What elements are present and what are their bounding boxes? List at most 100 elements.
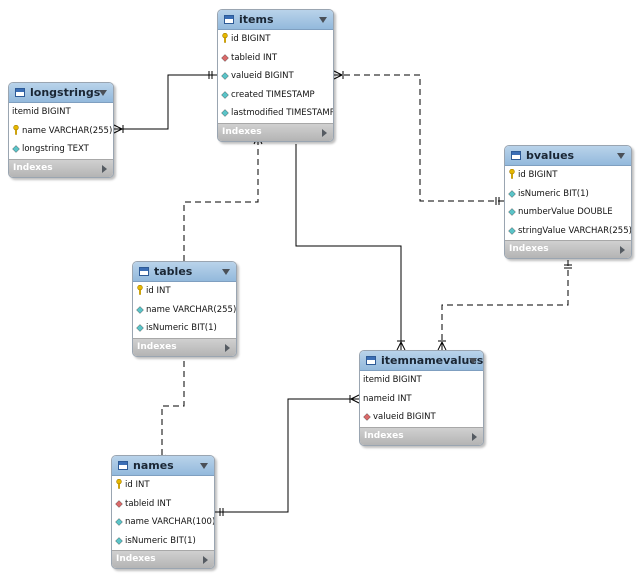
column-row[interactable]: isNumeric BIT(1) <box>505 185 631 204</box>
column-row[interactable]: valueid BIGINT <box>360 408 483 427</box>
expand-arrow-icon[interactable] <box>102 164 107 173</box>
column-diamond-icon <box>508 208 516 216</box>
column-row[interactable]: longstring TEXT <box>9 140 113 159</box>
table-items[interactable]: items id BIGINT tableid INT valueid BIGINT c… <box>217 9 334 142</box>
expand-arrow-icon[interactable] <box>225 343 230 352</box>
column-row[interactable]: valueid BIGINT <box>218 67 333 86</box>
column-label: itemid BIGINT <box>363 375 422 385</box>
table-header[interactable]: itemnamevalues <box>360 351 483 371</box>
relationship-itemnamevalues-items[interactable] <box>292 135 406 351</box>
table-names[interactable]: names id INT tableid INT name VARCHAR(100) i… <box>111 455 215 569</box>
table-itemnamevalues[interactable]: itemnamevalues itemid BIGINT nameid INT val… <box>359 350 484 446</box>
column-row[interactable]: lastmodified TIMESTAMP <box>218 104 333 123</box>
column-label: longstring TEXT <box>22 144 89 154</box>
column-label: id INT <box>125 480 150 490</box>
column-row[interactable]: itemid BIGINT <box>9 103 113 122</box>
column-label: isNumeric BIT(1) <box>146 323 217 333</box>
table-longstrings[interactable]: longstrings itemid BIGINT name VARCHAR(255… <box>8 82 114 178</box>
column-label: valueid BIGINT <box>231 71 294 81</box>
table-tables[interactable]: tables id INT name VARCHAR(255) isNumeric B… <box>132 261 237 357</box>
column-label: name VARCHAR(255) <box>146 304 237 315</box>
table-name: bvalues <box>526 149 575 162</box>
column-diamond-icon <box>221 72 229 80</box>
table-icon <box>139 267 149 276</box>
column-label: numberValue DOUBLE <box>518 207 613 217</box>
column-diamond-icon <box>136 324 144 332</box>
column-row[interactable]: id INT <box>133 282 236 301</box>
primary-key-icon <box>509 169 515 179</box>
indexes-label: Indexes <box>13 162 53 173</box>
column-row[interactable]: id BIGINT <box>505 166 631 185</box>
collapse-arrow-icon[interactable] <box>99 90 107 96</box>
table-header[interactable]: tables <box>133 262 236 282</box>
column-label: name VARCHAR(100) <box>125 517 215 527</box>
collapse-arrow-icon[interactable] <box>469 358 477 364</box>
primary-key-icon <box>13 124 19 135</box>
column-row[interactable]: name VARCHAR(255) <box>9 122 113 141</box>
column-label: tableid INT <box>125 498 172 509</box>
table-header[interactable]: longstrings <box>9 83 113 103</box>
column-label: name VARCHAR(255) <box>22 125 113 136</box>
column-row[interactable]: numberValue DOUBLE <box>505 203 631 222</box>
expand-arrow-icon[interactable] <box>322 128 327 137</box>
table-header[interactable]: bvalues <box>505 146 631 166</box>
foreign-key-diamond-icon <box>363 413 371 421</box>
column-row[interactable]: tableid INT <box>112 495 214 514</box>
column-diamond-icon <box>221 90 229 99</box>
relationship-tables-items[interactable] <box>180 134 263 270</box>
column-row[interactable]: created TIMESTAMP <box>218 86 333 105</box>
column-row[interactable]: tableid INT <box>218 49 333 68</box>
column-label: id INT <box>146 286 171 296</box>
table-name: longstrings <box>30 86 101 99</box>
primary-key-icon <box>222 33 228 43</box>
table-icon <box>118 461 128 470</box>
collapse-arrow-icon[interactable] <box>319 17 327 23</box>
collapse-arrow-icon[interactable] <box>200 463 208 469</box>
column-row[interactable]: itemid BIGINT <box>360 371 483 390</box>
table-header[interactable]: items <box>218 10 333 30</box>
indexes-section[interactable]: Indexes <box>505 240 631 258</box>
column-label: id BIGINT <box>518 170 558 180</box>
column-label: tableid INT <box>231 52 278 63</box>
column-diamond-icon <box>136 305 144 314</box>
indexes-section[interactable]: Indexes <box>112 550 214 568</box>
column-label: nameid INT <box>363 393 412 404</box>
column-row[interactable]: name VARCHAR(100) <box>112 513 214 532</box>
column-row[interactable]: name VARCHAR(255) <box>133 301 236 320</box>
primary-key-icon <box>137 285 143 295</box>
primary-key-icon <box>116 479 122 489</box>
table-name: tables <box>154 265 193 278</box>
column-diamond-icon <box>115 536 123 545</box>
indexes-section[interactable]: Indexes <box>360 426 483 445</box>
column-diamond-icon <box>221 109 229 117</box>
column-row[interactable]: id BIGINT <box>218 30 333 49</box>
foreign-key-diamond-icon <box>115 499 123 508</box>
table-bvalues[interactable]: bvalues id BIGINT isNumeric BIT(1) numberVa… <box>504 145 632 259</box>
table-name: itemnamevalues <box>381 354 484 367</box>
expand-arrow-icon[interactable] <box>472 432 477 441</box>
expand-arrow-icon[interactable] <box>620 246 625 254</box>
collapse-arrow-icon[interactable] <box>222 269 230 275</box>
relationship-names-tables[interactable] <box>157 349 188 465</box>
table-icon <box>366 356 376 365</box>
table-header[interactable]: names <box>112 456 214 476</box>
column-row[interactable]: nameid INT <box>360 390 483 409</box>
relationship-itemnamevalues-bvalues[interactable] <box>437 260 572 351</box>
indexes-section[interactable]: Indexes <box>218 122 333 141</box>
column-label: itemid BIGINT <box>12 107 71 117</box>
column-row[interactable]: isNumeric BIT(1) <box>112 532 214 551</box>
column-row[interactable]: isNumeric BIT(1) <box>133 319 236 338</box>
indexes-section[interactable]: Indexes <box>133 337 236 356</box>
indexes-section[interactable]: Indexes <box>9 158 113 177</box>
column-label: id BIGINT <box>231 34 271 44</box>
relationship-itemnamevalues-names[interactable] <box>215 394 360 516</box>
table-icon <box>511 151 521 160</box>
expand-arrow-icon[interactable] <box>203 556 208 564</box>
relationship-longstrings-items[interactable] <box>113 71 217 134</box>
column-row[interactable]: stringValue VARCHAR(255) <box>505 222 631 241</box>
column-label: created TIMESTAMP <box>231 89 315 100</box>
column-label: isNumeric BIT(1) <box>518 188 589 199</box>
collapse-arrow-icon[interactable] <box>617 153 625 159</box>
column-row[interactable]: id INT <box>112 476 214 495</box>
relationship-bvalues-items[interactable] <box>333 70 504 205</box>
